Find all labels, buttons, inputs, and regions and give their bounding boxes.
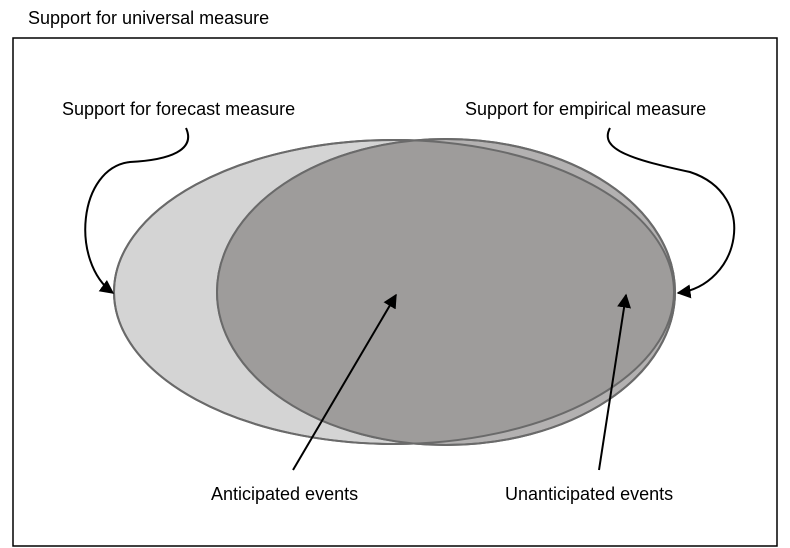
anticipated-events-label: Anticipated events [211,484,358,504]
universal-measure-frame [12,37,778,547]
anticipated-pointer-arrow [292,293,397,471]
empirical-measure-label: Support for empirical measure [465,99,706,119]
empirical-pointer-arrow [606,127,736,299]
forecast-pointer-arrow [84,127,189,294]
forecast-measure-label: Support for forecast measure [62,99,295,119]
empirical-measure-outline [216,138,676,446]
overlap-region [217,140,674,444]
diagram-title: Support for universal measure [28,8,269,28]
unanticipated-pointer-arrow [598,293,631,471]
unanticipated-events-label: Unanticipated events [505,484,673,504]
